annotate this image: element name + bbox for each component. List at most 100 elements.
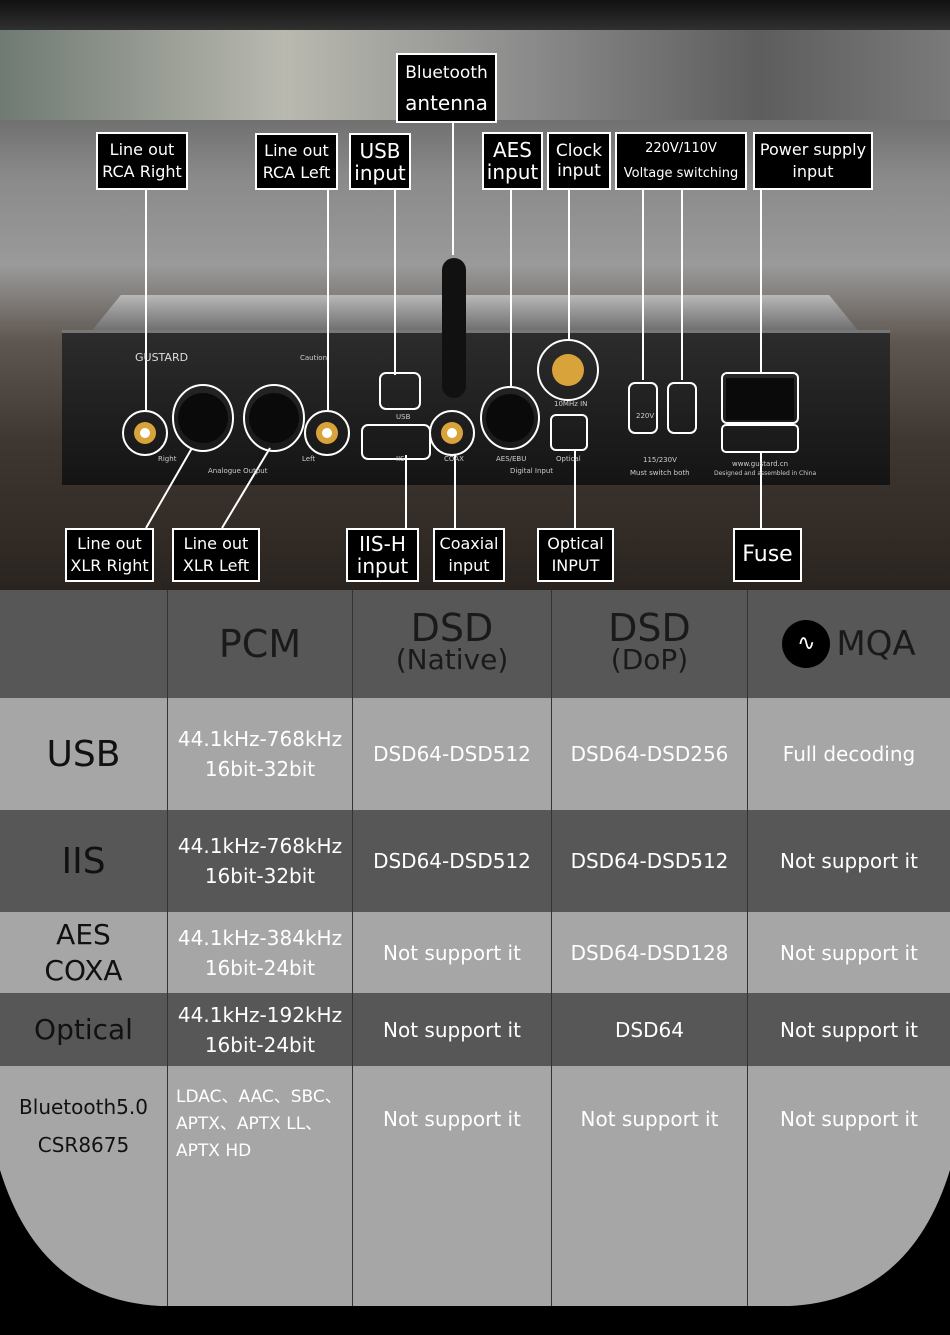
label-line: Line out <box>183 534 249 553</box>
iis-port <box>361 424 431 460</box>
label-line: Line out <box>109 140 175 159</box>
header-dsd-native: DSD(Native) <box>353 590 552 698</box>
line-xlr-left <box>221 447 271 529</box>
cell-text: 44.1kHz-768kHz <box>177 727 343 751</box>
label-line: 220V/110V <box>645 141 717 156</box>
callout-lines <box>122 123 799 529</box>
coax-port <box>429 410 475 456</box>
cell-text: USB <box>46 733 121 775</box>
line-xlr-right <box>145 447 193 529</box>
table-cell: USB <box>0 698 168 810</box>
panel-made: Designed and assembled in China <box>714 470 817 477</box>
panel-must-switch: Must switch both <box>630 469 690 477</box>
table-cell: DSD64-DSD512 <box>353 698 552 810</box>
table-cell: LDAC、AAC、SBC、APTX、APTX LL、APTX HD <box>168 1066 353 1335</box>
label-line: input <box>792 162 834 181</box>
cell-text: DSD64-DSD512 <box>373 742 531 766</box>
label-line: Line out <box>77 534 142 553</box>
label-line: input <box>557 161 601 181</box>
header-line: MQA <box>836 624 916 664</box>
label-line: RCA Right <box>102 162 182 181</box>
panel-left: Left <box>302 455 316 463</box>
xlr-right-port <box>172 384 234 452</box>
label-voltage-switching: 220V/110V Voltage switching <box>615 132 747 190</box>
cell-text: Not support it <box>780 1107 918 1131</box>
clock-port <box>537 339 599 401</box>
label-coaxial-input: Coaxial input <box>433 528 505 582</box>
cell-text: Not support it <box>780 1017 918 1042</box>
label-power-supply: Power supply input <box>753 132 873 190</box>
label-line: input <box>354 160 406 185</box>
cell-text: Not support it <box>383 1107 521 1131</box>
table-row: IIS 44.1kHz-768kHz 16bit-32bit DSD64-DSD512… <box>0 810 950 912</box>
caution-label: Caution <box>300 354 328 362</box>
label-line: input <box>356 554 409 578</box>
label-line: input <box>486 160 539 184</box>
power-socket <box>721 372 799 424</box>
panel-analogue-output: Analogue Output <box>208 467 268 475</box>
label-line: USB <box>359 138 401 163</box>
label-line: Optical <box>547 534 604 553</box>
label-line: Power supply <box>759 140 867 159</box>
label-line: Voltage switching <box>623 166 739 181</box>
table-cell: Optical <box>0 993 168 1066</box>
label-line: Clock <box>555 141 603 161</box>
panel-aes: AES/EBU <box>496 455 527 463</box>
panel-coax: COAX <box>444 455 464 463</box>
cell-text: DSD64-DSD512 <box>570 849 729 873</box>
label-line: Coaxial <box>439 534 499 553</box>
panel-website: www.gustard.cn <box>732 460 789 468</box>
label-line: AES <box>492 138 532 162</box>
cell-text: IIS <box>61 840 106 882</box>
panel-iis: IIS <box>396 455 405 463</box>
table-cell: Not support it <box>552 1066 748 1335</box>
label-line: IIS-H <box>359 532 406 556</box>
table-cell: DSD64-DSD128 <box>552 912 748 993</box>
cell-text: Not support it <box>383 1017 521 1042</box>
label-line: Fuse <box>742 542 793 567</box>
cell-text: 16bit-24bit <box>204 955 316 980</box>
cell-text: Full decoding <box>782 742 916 766</box>
label-line: Line out <box>264 140 329 160</box>
cell-text: 44.1kHz-384kHz <box>177 925 343 950</box>
label-line: RCA Left <box>262 162 331 182</box>
cell-text: LDAC、AAC、SBC、 <box>176 1087 342 1107</box>
table-cell: IIS <box>0 810 168 912</box>
table-cell: DSD64-DSD256 <box>552 698 748 810</box>
cell-text: 16bit-32bit <box>204 757 316 781</box>
volt-switch-2 <box>667 382 697 434</box>
table-cell: 44.1kHz-384kHz 16bit-24bit <box>168 912 353 993</box>
cell-text: 44.1kHz-768kHz <box>177 834 343 858</box>
label-line: XLR Right <box>70 556 149 575</box>
cell-text: APTX、APTX LL、 <box>176 1114 323 1134</box>
table-row: USB 44.1kHz-768kHz 16bit-32bit DSD64-DSD512… <box>0 698 950 810</box>
cell-text: DSD64-DSD256 <box>570 742 729 766</box>
label-line: input <box>448 556 490 575</box>
cell-text: 16bit-32bit <box>204 864 316 888</box>
cell-text: DSD64 <box>615 1017 684 1042</box>
cell-text: Not support it <box>780 940 918 965</box>
header-line: (DoP) <box>610 643 689 676</box>
label-line: antenna <box>405 91 488 115</box>
cell-text: Not support it <box>780 849 918 873</box>
cell-text: CSR8675 <box>37 1133 130 1157</box>
table-cell: Not support it <box>748 993 950 1066</box>
table-cell: Not support it <box>748 912 950 993</box>
panel-right: Right <box>158 455 177 463</box>
header-line: DSD <box>608 606 691 650</box>
panel-usb: USB <box>396 413 411 421</box>
table-cell: Not support it <box>353 912 552 993</box>
